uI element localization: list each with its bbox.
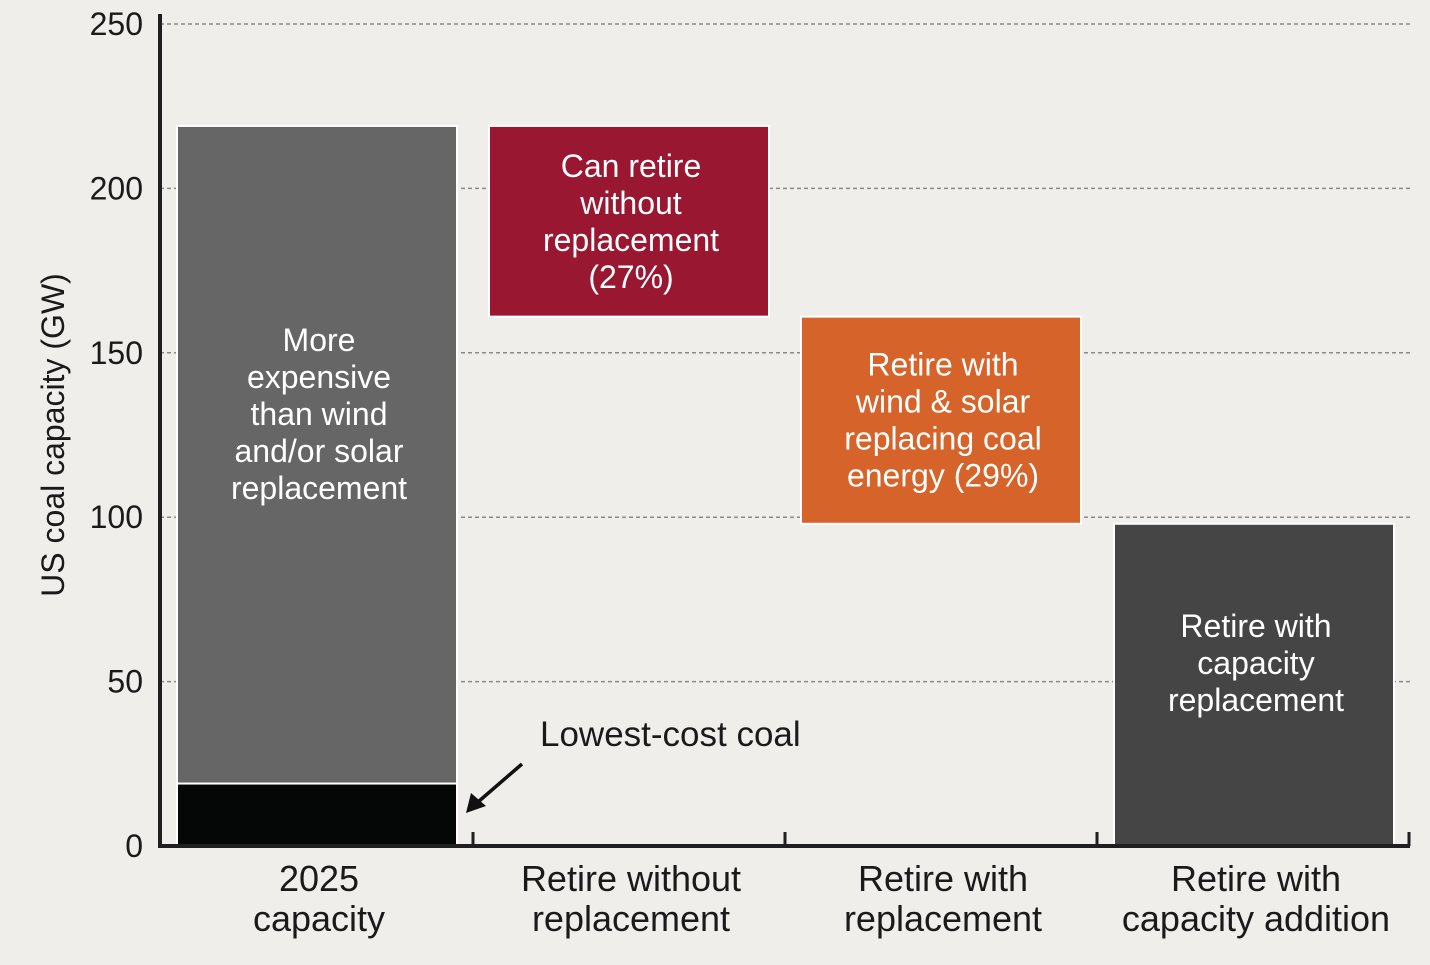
bar-segment-label-line: and/or solar (235, 433, 404, 469)
bar-segment-label-line: More (283, 322, 356, 358)
y-tick-label-50: 50 (107, 664, 143, 700)
y-tick-label-0: 0 (125, 828, 143, 864)
bar-segment-label-line: (27%) (588, 259, 673, 295)
bar-segment-label-line: than wind (251, 396, 388, 432)
x-tick-label-line: Retire with (858, 858, 1028, 899)
bar-segment-2 (488, 124, 770, 318)
bar-segment-label-line: replacement (543, 222, 719, 258)
bar-segment-label-line: replacing coal (844, 421, 1041, 457)
bar-segment-label-line: Can retire (561, 148, 702, 184)
axes (158, 14, 1411, 848)
x-tick-label-line: capacity addition (1122, 898, 1390, 939)
x-tick-label-line: Retire without (521, 858, 741, 899)
bar-segment-label-line: energy (29%) (847, 458, 1039, 494)
x-tick-label-line: replacement (532, 898, 730, 939)
annotation-arrow-line-0 (476, 762, 524, 804)
annotations: Lowest-cost coal (466, 715, 801, 813)
y-tick-label-100: 100 (90, 499, 143, 535)
x-tick-label-line: capacity (253, 898, 385, 939)
x-tick-label-line: Retire with (1171, 858, 1341, 899)
annotation-arrow-head-0 (466, 793, 486, 813)
bar-segment-label-line: without (579, 185, 682, 221)
x-tick-label-line: replacement (844, 898, 1042, 939)
x-tick-label-line: 2025 (279, 858, 359, 899)
bar-segment-label-line: Retire with (1180, 608, 1331, 644)
bar-segment-label-line: replacement (231, 470, 407, 506)
bar-segment-label-line: Retire with (867, 347, 1018, 383)
bar-segment-label-line: wind & solar (855, 384, 1031, 420)
y-tick-label-200: 200 (90, 170, 143, 206)
y-tick-label-250: 250 (90, 6, 143, 42)
y-axis-title: US coal capacity (GW) (35, 273, 71, 597)
bar-segment-0 (176, 782, 458, 848)
y-tick-label-150: 150 (90, 335, 143, 371)
bar-segment-1 (176, 124, 458, 785)
bars (176, 124, 1395, 848)
bar-segment-3 (800, 315, 1082, 525)
bar-segment-label-line: expensive (247, 359, 391, 395)
annotation-label-0: Lowest-cost coal (540, 715, 801, 754)
bar-segment-label-line: replacement (1168, 682, 1344, 718)
gridlines (160, 23, 1410, 683)
bar-segment-label-line: capacity (1197, 645, 1314, 681)
